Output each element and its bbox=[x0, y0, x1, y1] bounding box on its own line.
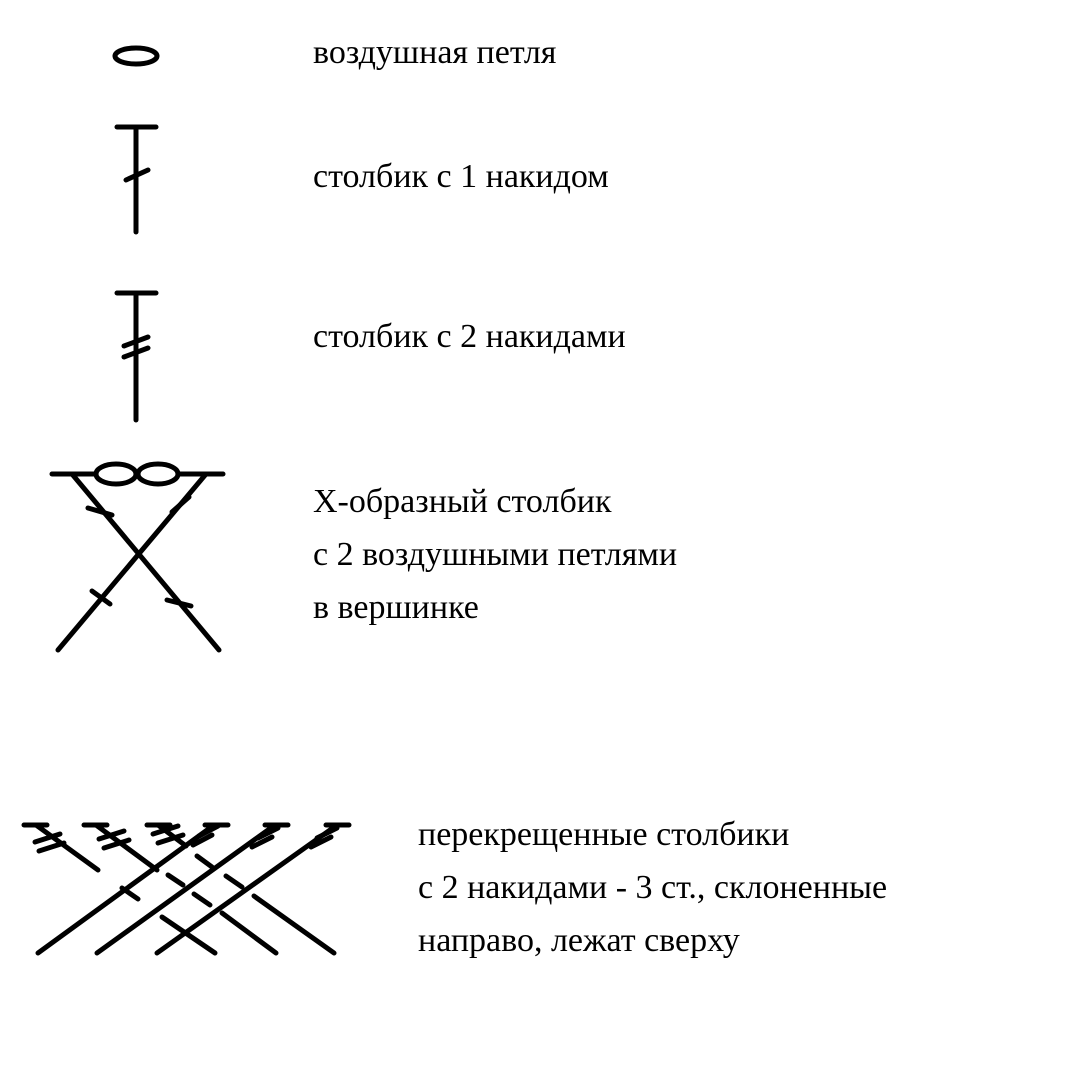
label-line: в вершинке bbox=[313, 589, 479, 626]
double-crochet-label: столбик с 1 накидом bbox=[313, 150, 609, 203]
label-line: Х-образный столбик bbox=[313, 483, 612, 520]
label-line: с 2 накидами - 3 ст., склоненные bbox=[418, 869, 888, 906]
treble-crochet-label: столбик с 2 накидами bbox=[313, 310, 626, 363]
label-line: столбик с 2 накидами bbox=[313, 318, 626, 355]
crossed-trebles-label: перекрещенные столбики с 2 накидами - 3 … bbox=[418, 808, 887, 967]
double-crochet-icon bbox=[114, 124, 159, 235]
label-line: столбик с 1 накидом bbox=[313, 158, 609, 195]
chain-stitch-label: воздушная петля bbox=[313, 26, 556, 79]
label-line: воздушная петля bbox=[313, 34, 557, 71]
treble-crochet-icon bbox=[114, 290, 159, 423]
crossed-trebles-icon bbox=[21, 822, 352, 956]
label-line: перекрещенные столбики bbox=[418, 816, 790, 853]
label-line: с 2 воздушными петлями bbox=[313, 536, 678, 573]
label-line: направо, лежат сверху bbox=[418, 922, 740, 959]
chain-stitch-icon bbox=[112, 45, 160, 67]
x-stitch-icon bbox=[49, 461, 226, 653]
x-stitch-label: Х-образный столбик с 2 воздушными петлям… bbox=[313, 475, 677, 634]
